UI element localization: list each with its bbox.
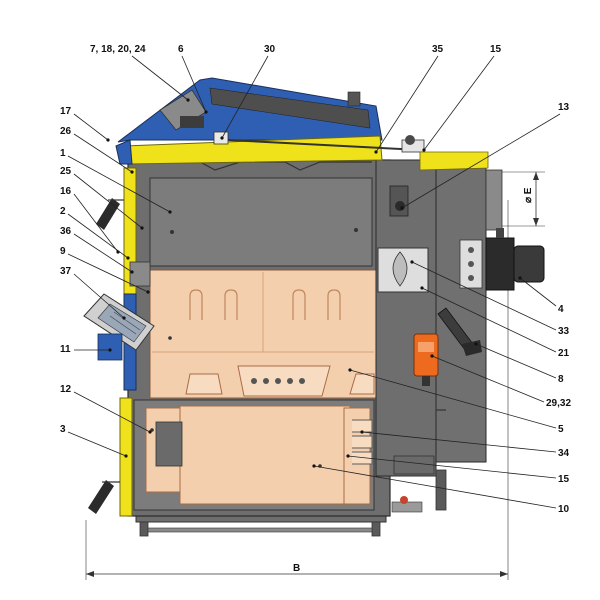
callout-16: 16 xyxy=(60,186,72,197)
callout-4: 4 xyxy=(558,304,564,315)
damper-actuator xyxy=(413,333,439,386)
air-damper-lever xyxy=(437,307,482,356)
callout-25: 25 xyxy=(60,166,72,177)
callout-10: 10 xyxy=(558,504,570,515)
flue-diameter-label: ⌀ E xyxy=(523,187,534,203)
top-cover xyxy=(115,77,489,171)
callout-33: 33 xyxy=(558,326,570,337)
callout-26: 26 xyxy=(60,126,72,137)
width-dimension-label: B xyxy=(293,563,300,574)
callout-17: 17 xyxy=(60,106,72,117)
callout-15-bottom: 15 xyxy=(558,474,570,485)
callout-1: 1 xyxy=(60,148,66,159)
callout-29-32: 29,32 xyxy=(546,398,571,409)
callouts: 7, 18, 20, 24 6 30 35 15 13 17 26 1 25 1… xyxy=(60,44,571,515)
callout-7-18-20-24: 7, 18, 20, 24 xyxy=(90,44,146,55)
callout-30: 30 xyxy=(264,44,276,55)
boiler-base xyxy=(135,511,387,537)
rear-heat-exchanger xyxy=(375,159,503,511)
flue-diameter-dimension: ⌀ E xyxy=(500,171,545,227)
callout-36: 36 xyxy=(60,226,72,237)
callout-3: 3 xyxy=(60,424,66,435)
air-inlet-assembly xyxy=(83,261,155,361)
callout-9: 9 xyxy=(60,246,66,257)
callout-6: 6 xyxy=(178,44,184,55)
callout-34: 34 xyxy=(558,448,570,459)
callout-37: 37 xyxy=(60,266,72,277)
flue-fan xyxy=(485,228,545,291)
callout-13: 13 xyxy=(558,102,570,113)
callout-35: 35 xyxy=(432,44,444,55)
fireclay-lower-chamber xyxy=(133,399,375,511)
callout-2: 2 xyxy=(60,206,66,217)
callout-12: 12 xyxy=(60,384,72,395)
callout-11: 11 xyxy=(60,344,71,355)
callout-15-top: 15 xyxy=(490,44,502,55)
drain-valve xyxy=(391,496,423,513)
callout-21: 21 xyxy=(558,348,570,359)
callout-5: 5 xyxy=(558,424,564,435)
callout-8: 8 xyxy=(558,374,564,385)
fireclay-upper-chamber xyxy=(149,269,377,399)
